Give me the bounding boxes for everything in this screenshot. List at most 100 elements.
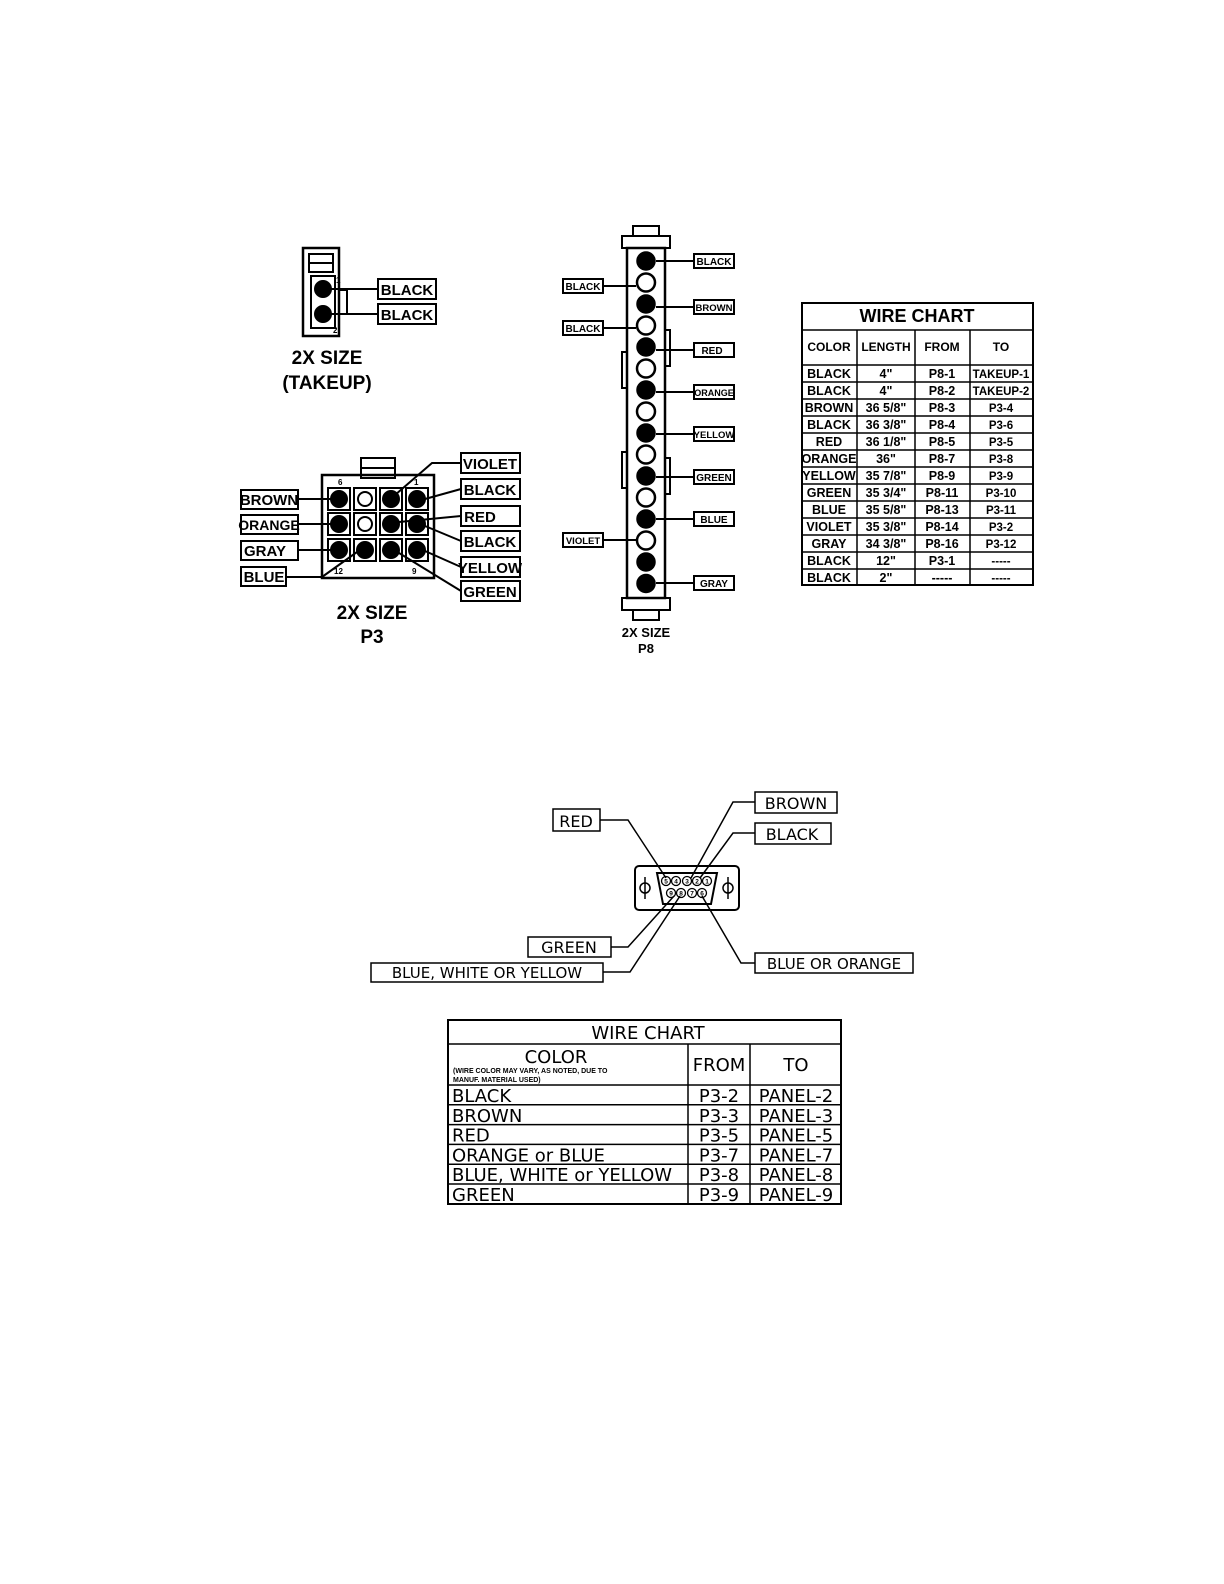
takeup-pin-2 xyxy=(314,305,332,323)
takeup-pin-mark: 2 xyxy=(333,326,338,335)
p3-wire-label: GREEN xyxy=(463,584,516,601)
p8-pin xyxy=(635,272,657,293)
p8-wire-label: BLACK xyxy=(566,324,602,335)
p8-wire-label: ORANGE xyxy=(694,388,734,398)
wire-chart-1-header: FROM xyxy=(924,340,959,354)
p3-pin xyxy=(408,541,426,559)
p3-wire-label: BLUE xyxy=(244,569,285,586)
wire-chart-1-cell: GRAY xyxy=(812,537,848,551)
wire-chart-1-cell: P3-4 xyxy=(989,403,1014,415)
db9-pin-number: 3 xyxy=(685,879,689,886)
p8-pin xyxy=(635,487,657,508)
wire-chart-1-cell: P3-2 xyxy=(989,522,1013,534)
db9-wire-label: GREEN xyxy=(541,938,597,957)
wire-chart-1-cell: 35 3/4" xyxy=(866,486,907,500)
p3-wire-label: ORANGE xyxy=(238,517,299,533)
db9-pin xyxy=(701,875,713,887)
p8-caption: 2X SIZE xyxy=(622,625,671,640)
wire-chart-2-header: COLOR xyxy=(525,1047,588,1068)
db9-pin-number: 1 xyxy=(705,879,709,886)
p8-wire-label: BLACK xyxy=(697,257,733,268)
wire-chart-2-cell: PANEL-8 xyxy=(759,1165,834,1186)
db9-pin xyxy=(691,875,703,887)
wire-chart-1-cell: 12" xyxy=(876,554,896,568)
wire-chart-1-cell: BLUE xyxy=(812,503,846,517)
db9-pin xyxy=(675,887,687,899)
wire-chart-1-cell: 4" xyxy=(880,367,893,381)
wire-chart-2-cell: BROWN xyxy=(452,1106,522,1127)
p3-wire-label: RED xyxy=(464,509,496,526)
db9-wire-label: BLUE OR ORANGE xyxy=(767,955,901,973)
wire-chart-1-cell: 34 3/8" xyxy=(866,537,907,551)
wire-chart-2-cell: PANEL-5 xyxy=(759,1126,834,1147)
wire-chart-2-cell: BLACK xyxy=(452,1086,512,1107)
p8-pin xyxy=(635,444,657,465)
takeup-wire-label: BLACK xyxy=(381,307,434,324)
db9-pin xyxy=(660,875,672,887)
wire-chart-1-cell: TAKEUP-2 xyxy=(973,386,1030,398)
p3-wire-label: VIOLET xyxy=(463,456,517,473)
p3-caption: P3 xyxy=(360,627,383,648)
wire-chart-1-cell: BLACK xyxy=(807,418,851,432)
wire-chart-1-cell: ----- xyxy=(991,556,1010,568)
p3-wire-label: GRAY xyxy=(244,543,286,560)
wire-chart-1-cell: P3-12 xyxy=(986,539,1017,551)
wire-chart-1-cell: 35 5/8" xyxy=(866,503,907,517)
db9-pin-number: 2 xyxy=(695,879,699,886)
db9-pin-number: 7 xyxy=(690,891,694,898)
db9-pin-number: 6 xyxy=(700,891,704,898)
wire-chart-2-cell: P3-5 xyxy=(699,1126,739,1147)
p8-wire-label: GRAY xyxy=(700,579,728,590)
db9-pin xyxy=(665,887,677,899)
wire-chart-1-cell: P8-9 xyxy=(929,469,955,483)
wire-chart-1-cell: RED xyxy=(816,435,842,449)
p3-pin xyxy=(357,516,373,532)
p8-connector: BLACK BROWN RED ORANGE YELLOW GREEN BLUE… xyxy=(562,225,735,656)
wire-chart-1-cell: 36 3/8" xyxy=(866,418,907,432)
wire-chart-2-cell: P3-9 xyxy=(699,1185,739,1206)
wire-chart-1-header: TO xyxy=(993,340,1009,354)
p8-wire-label: VIOLET xyxy=(566,536,601,547)
p3-pin-mark: 1 xyxy=(414,478,419,487)
wire-chart-1-cell: BLACK xyxy=(807,384,851,398)
wire-chart-1-cell: P8-16 xyxy=(925,537,958,551)
wire-chart-1-cell: P3-6 xyxy=(989,420,1013,432)
p8-pin xyxy=(636,552,656,572)
wire-chart-1-cell: P3-1 xyxy=(929,554,955,568)
wire-chart-1-cell: 4" xyxy=(880,384,893,398)
p3-pin-mark: 9 xyxy=(412,567,417,576)
wire-chart-1-cell: P3-9 xyxy=(989,471,1013,483)
wire-chart-1-cell: P8-4 xyxy=(929,418,955,432)
p8-pin xyxy=(636,294,656,314)
wire-chart-1-cell: VIOLET xyxy=(806,520,852,534)
wire-chart-1-cell: P8-13 xyxy=(925,503,958,517)
takeup-caption: (TAKEUP) xyxy=(282,373,371,394)
wire-chart-1-cell: P8-2 xyxy=(929,384,955,398)
p3-pin xyxy=(330,515,348,533)
p3-wire-label: YELLOW xyxy=(458,560,523,577)
wire-chart-1-cell: P8-7 xyxy=(929,452,955,466)
wire-chart-1-cell: P3-11 xyxy=(986,505,1017,517)
wire-chart-1-cell: BLACK xyxy=(807,571,851,585)
wire-chart-2-header: TO xyxy=(782,1055,808,1076)
p8-wire-label: BROWN xyxy=(696,303,733,314)
wire-chart-1-title: WIRE CHART xyxy=(860,306,975,326)
wire-chart-2-cell: P3-7 xyxy=(699,1145,739,1166)
p8-pin xyxy=(636,251,656,271)
p8-pin xyxy=(635,315,657,336)
db9-wire-label: RED xyxy=(559,812,593,831)
p8-wire-label: YELLOW xyxy=(694,430,735,441)
takeup-pin-1 xyxy=(314,280,332,298)
wire-chart-2-cell: P3-2 xyxy=(699,1086,739,1107)
p8-wire-label: BLUE xyxy=(700,515,728,526)
takeup-pin-mark: 1 xyxy=(336,276,341,285)
p8-wire-label: BLACK xyxy=(566,282,602,293)
p3-pin xyxy=(357,491,373,507)
wire-chart-1-cell: 2" xyxy=(880,571,893,585)
wire-chart-1-cell: 35 3/8" xyxy=(866,520,907,534)
wire-chart-2-cell: BLUE, WHITE or YELLOW xyxy=(452,1165,672,1186)
wire-chart-1-cell: 35 7/8" xyxy=(866,469,907,483)
wire-chart-1-cell: P3-5 xyxy=(989,437,1014,449)
